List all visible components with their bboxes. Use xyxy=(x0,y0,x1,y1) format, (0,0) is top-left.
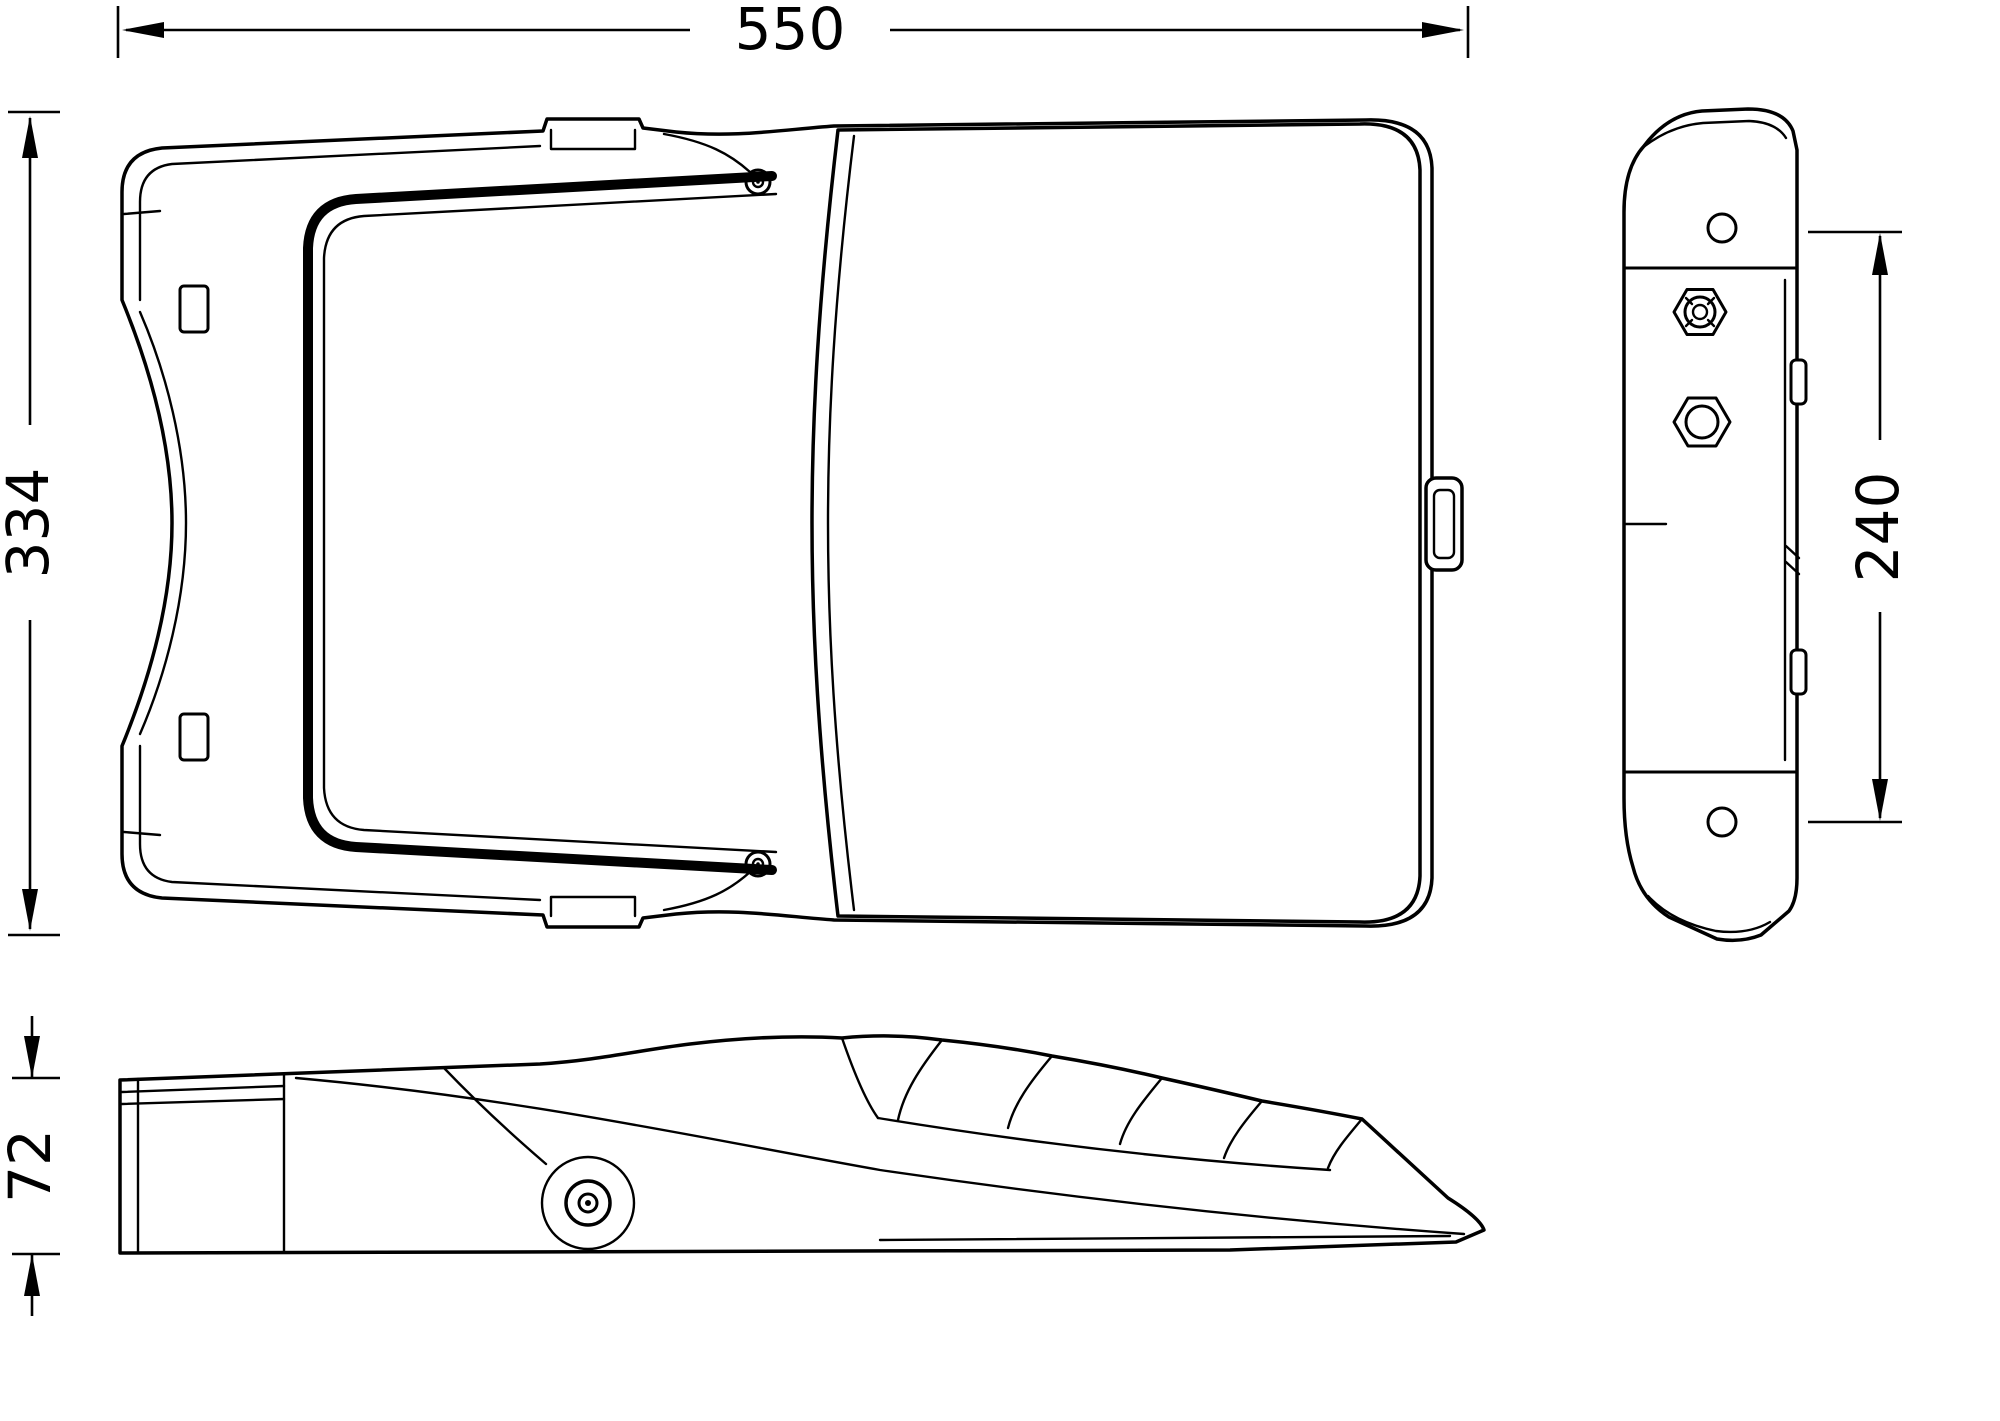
hinge-stop-lower xyxy=(178,712,210,762)
screw-top xyxy=(744,168,772,196)
screw-bottom xyxy=(744,850,772,878)
cable-gland-upper xyxy=(1672,288,1728,336)
dimension-240-group: 240 xyxy=(1808,230,1912,824)
dimension-label-72: 72 xyxy=(0,1129,64,1203)
end-view-detail-lines xyxy=(1622,119,1801,934)
arrowhead-down xyxy=(1872,779,1888,821)
side-view xyxy=(118,1034,1486,1255)
latch-clip xyxy=(1424,476,1464,572)
heatsink-fins xyxy=(840,1036,1364,1172)
dimension-label-550: 550 xyxy=(735,0,846,63)
lens-cover xyxy=(810,122,1422,924)
arrowhead-up xyxy=(22,116,38,158)
mounting-hole-bottom xyxy=(1706,806,1738,838)
end-view-outline xyxy=(1622,107,1799,943)
dimension-label-334: 334 xyxy=(0,468,62,579)
gasket-seal xyxy=(303,171,777,875)
end-view xyxy=(1622,107,1808,943)
gasket-inner-line xyxy=(322,192,778,854)
side-clip-lower xyxy=(1789,648,1808,696)
dimension-334-group: 334 xyxy=(0,110,62,937)
lens-cover-inner-edge xyxy=(826,134,856,912)
side-clip-upper xyxy=(1789,358,1808,406)
side-view-detail-lines xyxy=(120,1066,1466,1255)
plan-outline xyxy=(120,117,1434,929)
hinge-stop-upper xyxy=(178,284,210,334)
plan-detail-lines xyxy=(122,128,752,918)
arrowhead-down xyxy=(24,1036,40,1078)
cable-gland-lower xyxy=(1672,396,1732,448)
arrowhead-down xyxy=(22,889,38,931)
arrowhead-up xyxy=(24,1254,40,1296)
dimension-label-240: 240 xyxy=(1844,472,1912,583)
dimension-72-group: 72 xyxy=(0,1016,64,1316)
arrowhead-right xyxy=(1422,22,1464,38)
side-view-outline xyxy=(118,1034,1486,1255)
plan-view xyxy=(120,117,1464,929)
pivot-bolt xyxy=(540,1155,636,1251)
dimension-550-group: 550 xyxy=(116,0,1470,63)
mounting-hole-top xyxy=(1706,212,1738,244)
arrowhead-left xyxy=(122,22,164,38)
arrowhead-up xyxy=(1872,233,1888,275)
